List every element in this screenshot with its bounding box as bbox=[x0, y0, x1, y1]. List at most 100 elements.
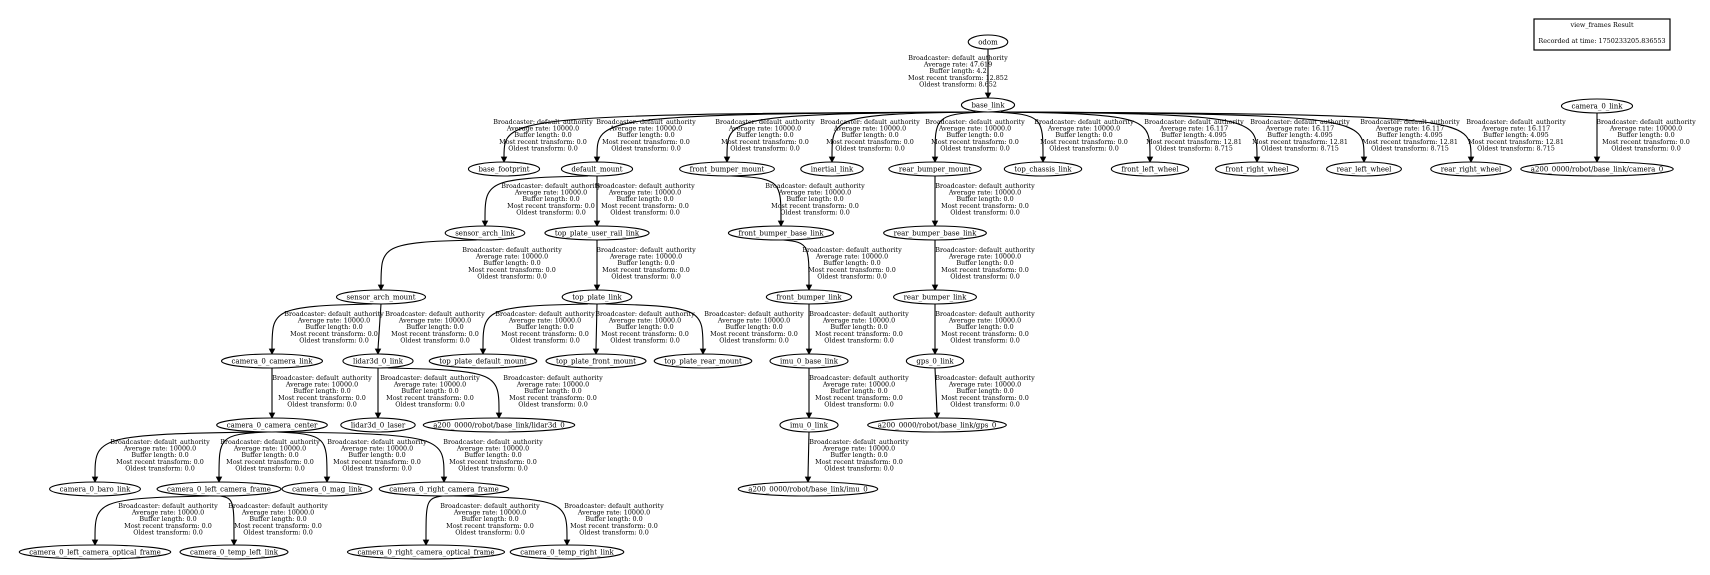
edge-buffer-length-label: Buffer length: 0.0 bbox=[830, 387, 887, 395]
edge-arrowhead bbox=[374, 412, 382, 419]
edge-average-rate-label: Average rate: 10000.0 bbox=[514, 189, 587, 197]
edge-average-rate-label: Average rate: 16.117 bbox=[1265, 125, 1334, 133]
node-ellipse bbox=[1003, 161, 1083, 177]
node-label: rear_bumper_mount bbox=[899, 165, 971, 173]
node-top-plate-front-mount: top_plate_front_mount bbox=[545, 353, 647, 369]
node-label: rear_bumper_link bbox=[904, 293, 968, 301]
edge-arrowhead bbox=[805, 284, 813, 291]
edge-most-recent-label: Most recent transform: 12.81 bbox=[1146, 138, 1242, 146]
edge-oldest-label: Oldest transform: 8.715 bbox=[1477, 144, 1555, 152]
edge-buffer-length-label: Buffer length: 0.0 bbox=[524, 387, 581, 395]
edge-broadcaster-label: Broadcaster: default_authority bbox=[935, 310, 1035, 318]
edge-oldest-label: Oldest transform: 0.0 bbox=[950, 336, 1020, 344]
node-label: a200_0000/robot/base_link/camera_0 bbox=[1531, 165, 1663, 173]
edge-average-rate-label: Average rate: 10000.0 bbox=[728, 125, 801, 133]
edge-most-recent-label: Most recent transform: 12.852 bbox=[908, 74, 1008, 82]
edge-most-recent-label: Most recent transform: 0.0 bbox=[499, 138, 587, 146]
edge-line bbox=[425, 495, 443, 541]
node-label: rear_bumper_base_link bbox=[894, 229, 977, 237]
edge-broadcaster-label: Broadcaster: default_authority bbox=[220, 438, 320, 446]
edge-line bbox=[380, 239, 477, 286]
node-imu-0-base-link: imu_0_base_link bbox=[769, 353, 849, 369]
edge-line bbox=[220, 495, 235, 541]
node-ellipse bbox=[779, 417, 839, 433]
node-top-plate-rear-mount: top_plate_rear_mount bbox=[653, 353, 753, 369]
node-camera-0-camera-center: camera_0_camera_center bbox=[216, 417, 328, 433]
edge-most-recent-label: Most recent transform: 0.0 bbox=[601, 202, 689, 210]
edge-arrowhead bbox=[422, 539, 430, 546]
node-label: front_bumper_base_link bbox=[738, 229, 824, 237]
edge-oldest-label: Oldest transform: 0.0 bbox=[817, 272, 887, 280]
edge-broadcaster-label: Broadcaster: default_authority bbox=[380, 374, 480, 382]
edge-oldest-label: Oldest transform: 8.652 bbox=[919, 80, 997, 88]
edge-most-recent-label: Most recent transform: 12.81 bbox=[1468, 138, 1564, 146]
node-ellipse bbox=[346, 544, 506, 560]
edge-arrowhead bbox=[479, 348, 487, 355]
node-ellipse bbox=[888, 161, 982, 177]
edge-broadcaster-label: Broadcaster: default_authority bbox=[765, 182, 865, 190]
edge-oldest-label: Oldest transform: 0.0 bbox=[235, 464, 305, 472]
node-ellipse bbox=[765, 289, 853, 305]
edge-broadcaster-label: Broadcaster: default_authority bbox=[595, 310, 695, 318]
node-label: camera_0_right_camera_frame bbox=[389, 485, 499, 493]
edge-buffer-length-label: Buffer length: 4.095 bbox=[1161, 131, 1226, 139]
node-imu-0-link: imu_0_link bbox=[779, 417, 839, 433]
node-label: rear_right_wheel bbox=[1441, 165, 1502, 173]
edge-line bbox=[271, 303, 373, 350]
edge-buffer-length-label: Buffer length: 4.095 bbox=[1377, 131, 1442, 139]
node-top-plate-user-rail-link: top_plate_user_rail_link bbox=[544, 225, 650, 241]
node-label: rear_left_wheel bbox=[1337, 165, 1393, 173]
info-box-recorded-time: Recorded at time: 1750233205.836553 bbox=[1538, 37, 1665, 45]
edge-arrowhead bbox=[374, 348, 382, 355]
edge-oldest-label: Oldest transform: 0.0 bbox=[730, 144, 800, 152]
node-label: inertial_link bbox=[811, 165, 854, 173]
edge-average-rate-label: Average rate: 10000.0 bbox=[340, 445, 413, 453]
node-ellipse bbox=[335, 289, 427, 305]
edge-oldest-label: Oldest transform: 8.715 bbox=[1371, 144, 1449, 152]
edge-buffer-length-label: Buffer length: 0.0 bbox=[830, 451, 887, 459]
node-label: front_left_wheel bbox=[1121, 165, 1179, 173]
node-gps-frame: a200_0000/robot/base_link/gps_0 bbox=[867, 417, 1007, 433]
node-ellipse bbox=[544, 225, 650, 241]
edge-oldest-label: Oldest transform: 0.0 bbox=[342, 464, 412, 472]
edge-line bbox=[482, 303, 588, 350]
edge-arrowhead bbox=[804, 476, 812, 483]
info-box-title: view_frames Result bbox=[1569, 21, 1634, 29]
edge-oldest-label: Oldest transform: 0.0 bbox=[950, 400, 1020, 408]
node-camera-0-link: camera_0_link bbox=[1560, 98, 1634, 114]
edge-average-rate-label: Average rate: 10000.0 bbox=[938, 125, 1011, 133]
edge-most-recent-label: Most recent transform: 0.0 bbox=[601, 330, 689, 338]
edge-buffer-length-label: Buffer length: 0.0 bbox=[616, 323, 673, 331]
edge-average-rate-label: Average rate: 10000.0 bbox=[285, 381, 358, 389]
edge-oldest-label: Oldest transform: 0.0 bbox=[508, 144, 578, 152]
node-lidar-frame: a200_0000/robot/base_link/lidar3d_0 bbox=[422, 417, 576, 433]
edge-average-rate-label: Average rate: 10000.0 bbox=[508, 317, 581, 325]
edge-oldest-label: Oldest transform: 0.0 bbox=[477, 272, 547, 280]
edge-broadcaster-label: Broadcaster: default_authority bbox=[385, 310, 485, 318]
edge-line bbox=[596, 111, 970, 158]
node-ellipse bbox=[679, 161, 775, 177]
node-gps-0-link: gps_0_link bbox=[905, 353, 965, 369]
edge-arrowhead bbox=[230, 539, 238, 546]
edge-buffer-length-label: Buffer length: 0.0 bbox=[131, 451, 188, 459]
edge-broadcaster-label: Broadcaster: default_authority bbox=[495, 310, 595, 318]
edge-arrowhead bbox=[931, 220, 939, 227]
node-ellipse bbox=[1110, 161, 1190, 177]
node-ellipse bbox=[216, 417, 328, 433]
edge-broadcaster-label: Broadcaster: default_authority bbox=[1466, 118, 1566, 126]
